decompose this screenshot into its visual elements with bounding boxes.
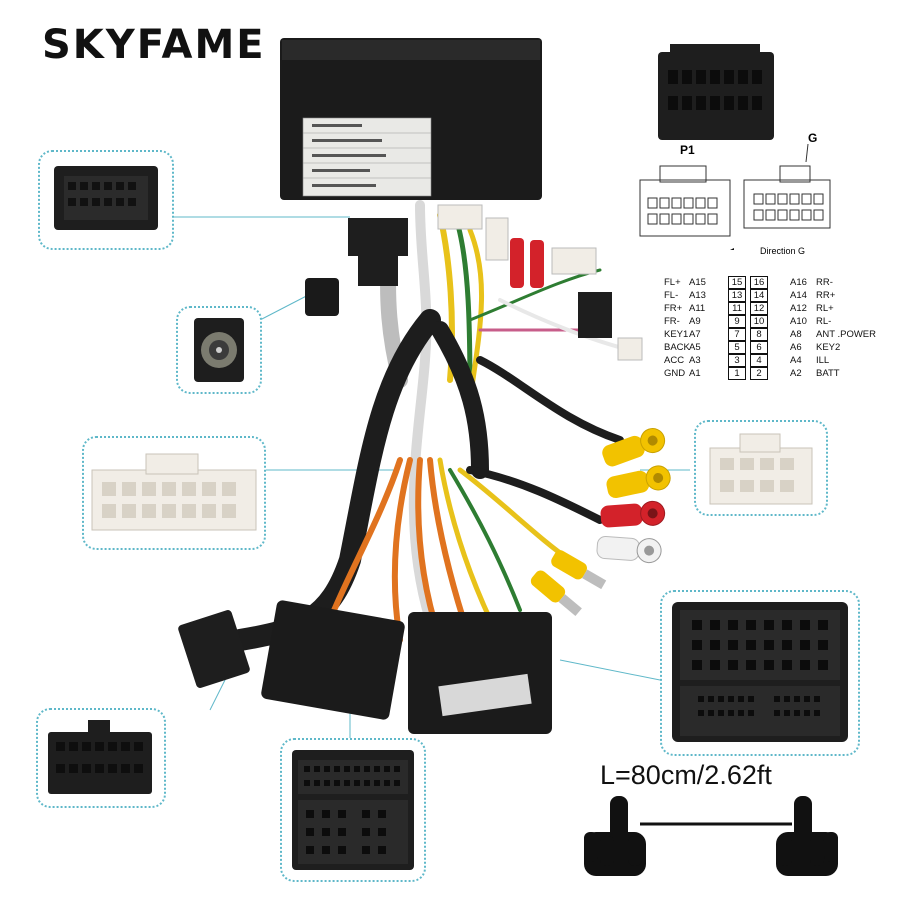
rca-plugs bbox=[530, 428, 671, 617]
pin-table: FL+ A15 15 16 A16 RR- FL- A13 13 14 A14 … bbox=[664, 276, 876, 380]
brand-logo: SKYFAME bbox=[42, 22, 266, 68]
pin-number: 1 bbox=[728, 367, 746, 380]
pin-row: GND A1 1 2 A2 BATT bbox=[664, 367, 864, 380]
pin-name: ANT .POWER bbox=[816, 329, 876, 340]
detail-box-connector-1 bbox=[38, 150, 174, 250]
pin-number: 8 bbox=[750, 328, 768, 341]
pin-number: 11 bbox=[728, 302, 746, 315]
pin-code: A11 bbox=[689, 303, 706, 314]
pin-number: 3 bbox=[728, 354, 746, 367]
pin-code: A15 bbox=[689, 277, 706, 288]
pin-name: FR- bbox=[664, 316, 680, 327]
pin-number: 10 bbox=[750, 315, 768, 328]
p1-connector-drawing bbox=[639, 165, 731, 237]
cable-length-label: L=80cm/2.62ft bbox=[600, 760, 772, 790]
pin-code: A3 bbox=[689, 355, 701, 366]
pin-name: FL+ bbox=[664, 277, 681, 288]
hand-pointing-down-icon-left bbox=[584, 796, 646, 876]
hand-pointing-down-icon-right bbox=[776, 796, 838, 876]
pin-code: A7 bbox=[689, 329, 701, 340]
pin-number: 2 bbox=[750, 367, 768, 380]
leader-line bbox=[559, 659, 661, 681]
pin-row: FL+ A15 15 16 A16 RR- bbox=[664, 276, 864, 289]
decoder-box bbox=[280, 38, 542, 200]
pin-number: 5 bbox=[728, 341, 746, 354]
pin-name: ILL bbox=[816, 355, 830, 366]
detail-box-main-connector bbox=[660, 590, 860, 756]
pin-code: A14 bbox=[790, 290, 807, 301]
pin-code: A16 bbox=[790, 277, 807, 288]
pin-name: BATT bbox=[816, 368, 840, 379]
pin-code: A8 bbox=[790, 329, 802, 340]
pin-name: RL+ bbox=[816, 303, 834, 314]
white-connector-closeup bbox=[91, 453, 257, 531]
p1-label: P1 bbox=[680, 143, 695, 157]
pin-row: ACC A3 3 4 A4 ILL bbox=[664, 354, 864, 367]
connector-closeup bbox=[54, 166, 158, 230]
pin-number: 16 bbox=[750, 276, 768, 289]
quadlock-closeup bbox=[292, 750, 414, 870]
pin-number: 12 bbox=[750, 302, 768, 315]
pin-name: KEY1 bbox=[664, 329, 689, 340]
pin-row: BACK A5 5 6 A6 KEY2 bbox=[664, 341, 864, 354]
detail-box-white-connector-large bbox=[82, 436, 266, 550]
detail-box-antenna bbox=[176, 306, 262, 394]
pin-number: 13 bbox=[728, 289, 746, 302]
pin-code: A13 bbox=[689, 290, 706, 301]
pin-number: 6 bbox=[750, 341, 768, 354]
main-connector-closeup bbox=[672, 602, 848, 742]
pin-code: A9 bbox=[689, 316, 701, 327]
pin-name: FR+ bbox=[664, 303, 683, 314]
pin-number: 15 bbox=[728, 276, 746, 289]
pin-code: A2 bbox=[790, 368, 802, 379]
connector-2-closeup bbox=[48, 720, 152, 794]
connector-line-drawings bbox=[639, 44, 831, 250]
pin-code: A5 bbox=[689, 342, 701, 353]
pin-name: GND bbox=[664, 368, 686, 379]
pin-row: FL- A13 13 14 A14 RR+ bbox=[664, 289, 864, 302]
pin-name: RR+ bbox=[816, 290, 836, 301]
pin-row: FR+ A11 11 12 A12 RL+ bbox=[664, 302, 864, 315]
pin-name: ACC bbox=[664, 355, 685, 366]
pin-code: A4 bbox=[790, 355, 802, 366]
pin-row: FR- A9 9 10 A10 RL- bbox=[664, 315, 864, 328]
direction-label: Direction G bbox=[760, 246, 806, 256]
g-label: G bbox=[808, 131, 818, 145]
pin-number: 14 bbox=[750, 289, 768, 302]
pin-name: BACK bbox=[664, 342, 690, 353]
pin-code: A12 bbox=[790, 303, 807, 314]
p1-connector-photo bbox=[658, 44, 774, 140]
length-indicator bbox=[584, 796, 838, 876]
detail-box-quadlock bbox=[280, 738, 426, 882]
g-connector-drawing bbox=[743, 143, 831, 229]
detail-box-white-connector-small bbox=[694, 420, 828, 516]
pin-code: A1 bbox=[689, 368, 701, 379]
antenna-connector-closeup bbox=[194, 318, 244, 382]
direction-arrow-icon bbox=[730, 248, 734, 250]
pin-name: FL- bbox=[664, 290, 679, 301]
detail-box-connector-2 bbox=[36, 708, 166, 808]
pin-name: RR- bbox=[816, 277, 833, 288]
pin-code: A6 bbox=[790, 342, 802, 353]
harness-connectors bbox=[178, 204, 643, 734]
pin-name: KEY2 bbox=[816, 342, 841, 353]
pin-number: 4 bbox=[750, 354, 768, 367]
pin-number: 7 bbox=[728, 328, 746, 341]
pin-number: 9 bbox=[728, 315, 746, 328]
pin-name: RL- bbox=[816, 316, 832, 327]
white-connector-small-closeup bbox=[709, 433, 813, 505]
pin-row: KEY1 A7 7 8 A8 ANT .POWER bbox=[664, 328, 876, 341]
pin-code: A10 bbox=[790, 316, 807, 327]
